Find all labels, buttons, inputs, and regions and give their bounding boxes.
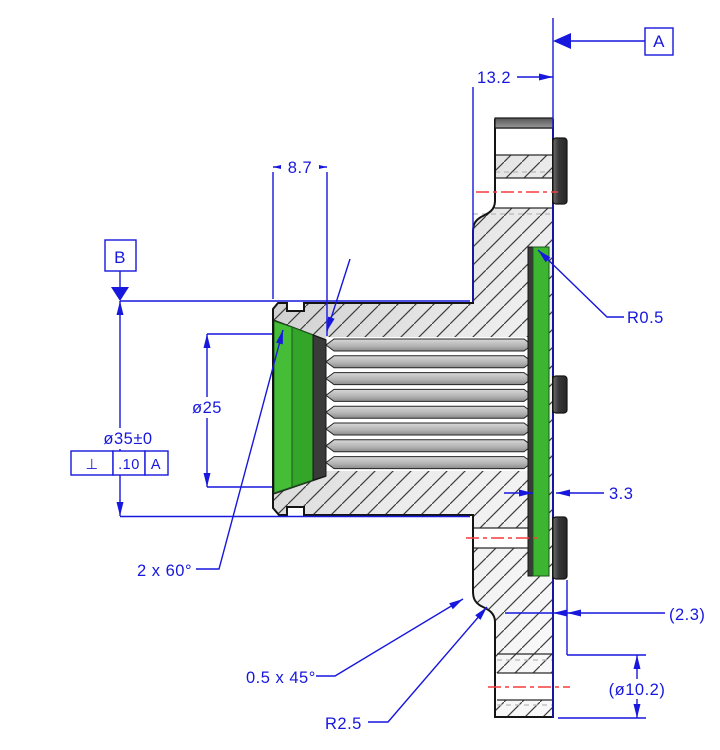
hole-centerlines bbox=[466, 191, 570, 688]
datum-b-triangle bbox=[111, 287, 129, 301]
dim-spline-chamfer: 2 x 60° bbox=[137, 258, 351, 580]
dim-fillet-small: R0.5 bbox=[537, 249, 664, 327]
annotations: A B ø35±0 ⊥ .10 A bbox=[70, 18, 705, 733]
hub-diameter-text: ø35±0 bbox=[103, 430, 152, 448]
fcf-tolerance: .10 bbox=[118, 457, 140, 473]
boss-top bbox=[552, 137, 568, 205]
green-groove-face bbox=[527, 246, 550, 577]
top-counterbore-zone bbox=[495, 128, 553, 155]
boss-thickness-text: (2.3) bbox=[669, 606, 705, 624]
fillet-large-text: R2.5 bbox=[325, 715, 362, 733]
od-surface-cap bbox=[494, 117, 554, 129]
boss-middle bbox=[552, 375, 568, 414]
flange-width-text: 13.2 bbox=[477, 69, 511, 87]
datum-a-box bbox=[644, 27, 674, 56]
boss-bottom bbox=[552, 516, 568, 580]
corner-chamfer-text: 0.5 x 45° bbox=[246, 669, 316, 687]
dim-corner-chamfer: 0.5 x 45° bbox=[246, 598, 464, 687]
fillet-small-text: R0.5 bbox=[627, 309, 664, 327]
top-bolt-hole-zone bbox=[495, 178, 553, 208]
datum-a-triangle bbox=[553, 33, 571, 49]
part-section-body bbox=[272, 117, 570, 718]
datum-a-label: A bbox=[653, 32, 665, 51]
dim-fillet-large: R2.5 bbox=[325, 606, 488, 733]
dim-boss-thickness: (2.3) bbox=[505, 580, 705, 655]
datum-b: B bbox=[104, 239, 137, 301]
dim-bore-diameter: ø25 bbox=[186, 333, 272, 488]
dim-hub-diameter: ø35±0 ⊥ .10 A bbox=[70, 300, 470, 518]
green-chamfer-ring bbox=[273, 320, 327, 494]
dim-flange-width: 13.2 bbox=[472, 67, 553, 302]
datum-b-label: B bbox=[114, 248, 126, 267]
bore-diameter-text: ø25 bbox=[192, 399, 222, 417]
dim-hole-diameter: (ø10.2) bbox=[558, 654, 668, 719]
groove-depth-text: 3.3 bbox=[609, 485, 633, 503]
dim-groove-depth: 3.3 bbox=[504, 485, 633, 503]
fcf-symbol: ⊥ bbox=[85, 457, 98, 473]
hole-diameter-text: (ø10.2) bbox=[609, 681, 666, 699]
part-outline bbox=[272, 119, 554, 718]
datum-a: A bbox=[552, 18, 674, 718]
spline-chamfer-text: 2 x 60° bbox=[137, 562, 192, 580]
ring-width-text: 8.7 bbox=[288, 159, 312, 177]
spline-teeth bbox=[325, 338, 533, 470]
feature-control-frame: ⊥ .10 A bbox=[70, 450, 169, 476]
datum-b-box bbox=[104, 239, 137, 272]
dim-ring-width: 8.7 bbox=[272, 157, 328, 336]
fcf-datum: A bbox=[151, 457, 161, 473]
